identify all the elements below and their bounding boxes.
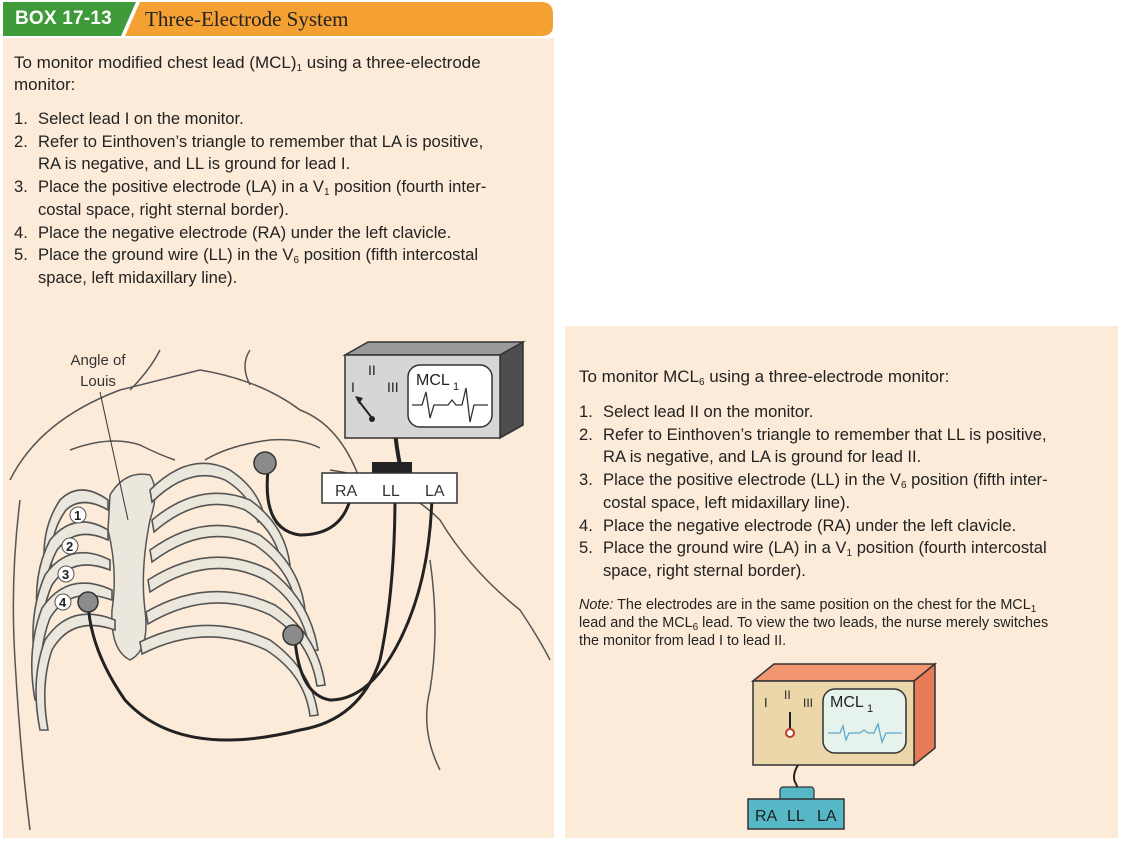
rib-number-3: 3 [62, 567, 69, 582]
rib-number-4: 4 [59, 595, 67, 610]
small-monitor-lead-i-label: I [764, 695, 768, 710]
list-item: 1.Select lead II on the monitor. [579, 402, 814, 421]
monitor-screen-label: MCL [416, 372, 450, 389]
monitor-dial-needle [357, 399, 373, 419]
small-monitor-screen [822, 688, 907, 754]
small-monitor-side [913, 662, 936, 767]
small-monitor-lead-ii-label: II [784, 688, 791, 702]
small-monitor-top [750, 663, 938, 682]
small-junction-box [747, 798, 845, 830]
mcl6-steps-list: 1.Select lead II on the monitor. 2.Refer… [579, 401, 1109, 583]
box-header: BOX 17-13 Three-Electrode System [3, 2, 553, 36]
junction-plug [372, 462, 412, 474]
ra-lead-wire [265, 469, 352, 537]
monitor-top [342, 341, 526, 356]
list-item: 4.Place the negative electrode (RA) unde… [579, 515, 1017, 535]
small-monitor-dial-knob [785, 728, 795, 738]
junction-box [321, 472, 458, 504]
mcl6-intro: To monitor MCL6 using a three-electrode … [579, 367, 950, 388]
small-junction-label-ll: LL [787, 808, 805, 825]
rib-number-1: 1 [74, 508, 81, 523]
monitor-dial-pivot [369, 416, 375, 422]
ecg-trace [412, 387, 488, 423]
ra-electrode [253, 451, 277, 475]
small-monitor-screen-label: MCL [830, 694, 864, 711]
box-number-label: BOX 17-13 [15, 8, 112, 29]
junction-label-la: LA [425, 483, 445, 500]
list-item: 3.Place the positive electrode (LL) in t… [579, 470, 1048, 512]
dial-arrow-icon [355, 396, 363, 404]
la-electrode [77, 591, 99, 613]
list-item: 2.Refer to Einthoven’s triangle to remem… [14, 131, 484, 174]
monitor-screen-subscript: 1 [453, 381, 459, 393]
list-item: 5.Place the ground wire (LL) in the V6 p… [14, 245, 479, 287]
ll-electrode [282, 624, 304, 646]
sternum [107, 473, 156, 661]
junction-label-ra: RA [335, 483, 358, 500]
header-banner [3, 2, 553, 36]
rib-number-2: 2 [66, 539, 73, 554]
small-monitor-illustration: II I III MCL 1 RA LL LA [747, 662, 938, 830]
chest-electrode-illustration: 1 2 3 4 RA LL LA II I III MCL 1 [9, 340, 551, 831]
la-lead-wire [86, 494, 397, 742]
small-ecg-trace [828, 721, 902, 745]
box-title: Three-Electrode System [145, 7, 349, 31]
list-item: 4.Place the negative electrode (RA) unde… [14, 222, 452, 242]
left-clavicle [69, 440, 176, 461]
small-monitor-screen-subscript: 1 [867, 703, 873, 715]
mcl1-intro: To monitor modified chest lead (MCL)1 us… [14, 53, 481, 94]
list-item: 5.Place the ground wire (LA) in a V1 pos… [579, 538, 1047, 580]
list-item: 1.Select lead I on the monitor. [14, 109, 244, 128]
monitor-side [499, 340, 524, 440]
monitor-lead-ii-label: II [368, 362, 376, 378]
small-junction-label-ra: RA [755, 808, 778, 825]
monitor-lead-i-label: I [351, 379, 355, 395]
list-item: 2.Refer to Einthoven’s triangle to remem… [579, 424, 1047, 467]
ll-lead-wire [293, 494, 434, 702]
angle-of-louis-label: Angle of Louis [70, 352, 126, 390]
angle-of-louis-pointer [99, 391, 129, 521]
electrode-note: Note: The electrodes are in the same pos… [579, 597, 1049, 649]
junction-label-ll: LL [382, 483, 400, 500]
mcl1-steps-list: 1.Select lead I on the monitor. 2.Refer … [14, 108, 544, 290]
small-monitor-lead-iii-label: III [803, 696, 813, 710]
list-item: 3.Place the positive electrode (LA) in a… [14, 177, 487, 219]
small-junction-label-la: LA [817, 808, 837, 825]
left-shoulder-outline [9, 369, 201, 481]
right-clavicle [204, 438, 321, 461]
monitor-lead-iii-label: III [387, 379, 399, 395]
